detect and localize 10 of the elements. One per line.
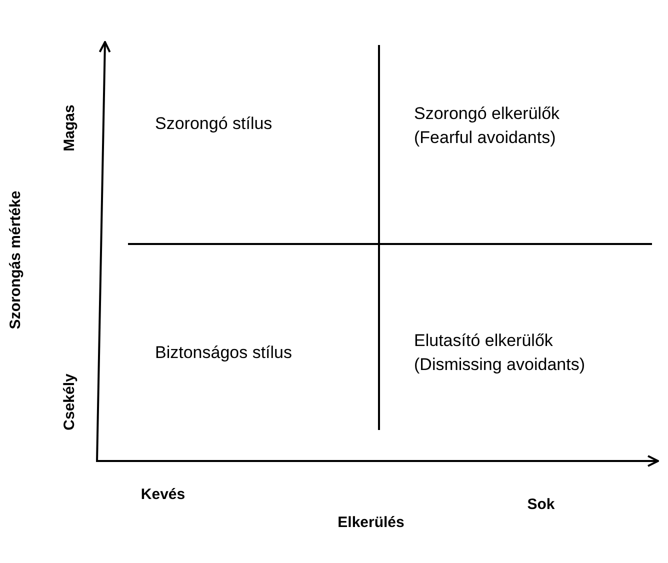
quadrant-label: Szorongó stílus: [155, 113, 274, 135]
axis-tick-label: Csekély: [60, 374, 79, 430]
quadrant-label: Elutasító elkerülők (Dismissing avoidants): [414, 330, 586, 376]
quadrant-label: Szorongó elkerülők (Fearful avoidants): [414, 103, 561, 149]
axis-title: Szorongás mértéke: [6, 190, 25, 330]
axis-title: Elkerülés: [338, 513, 404, 533]
axis-tick-label: Magas: [60, 104, 79, 152]
quadrant-label: Biztonságos stílus: [155, 342, 294, 364]
axis-tick-label: Sok: [527, 495, 555, 515]
axis-tick-label: Kevés: [140, 485, 186, 505]
